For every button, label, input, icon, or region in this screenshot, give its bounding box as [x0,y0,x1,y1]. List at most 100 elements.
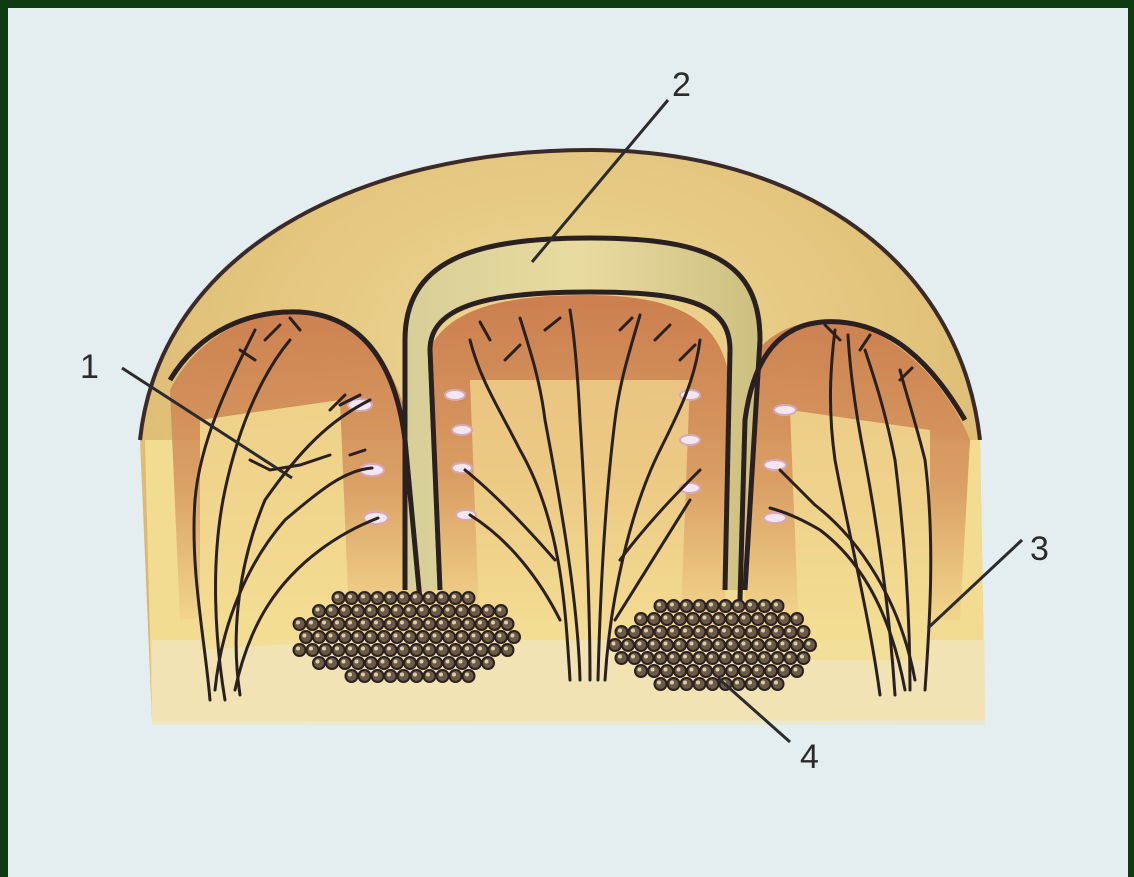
nodule-highlight [787,629,791,633]
nodule-highlight [407,660,411,664]
nodule [759,626,771,638]
nodule-highlight [768,668,772,672]
nodule [437,644,449,656]
nodule [437,618,449,630]
nodule-highlight [690,668,694,672]
nodule [707,652,719,664]
nodule [430,605,442,617]
nodule-highlight [631,629,635,633]
label-4: 4 [800,738,819,776]
nodule [365,657,377,669]
nodule [333,618,345,630]
nodule [733,678,745,690]
nodule-highlight [729,616,733,620]
nodule [642,626,654,638]
nodule [726,665,738,677]
nodule-highlight [478,647,482,651]
nodule-highlight [452,647,456,651]
nodule-highlight [722,655,726,659]
nodule-highlight [631,655,635,659]
nodule-highlight [303,634,307,638]
nodule-highlight [638,616,642,620]
nodule-highlight [433,660,437,664]
nodule-highlight [465,621,469,625]
nodule [372,644,384,656]
nodule [359,644,371,656]
nodule-highlight [709,681,713,685]
nodule [681,678,693,690]
nodule-highlight [781,642,785,646]
nodule [778,613,790,625]
nodule [629,652,641,664]
nodule [307,644,319,656]
nodule-highlight [374,621,378,625]
nodule-highlight [703,642,707,646]
nodule-highlight [683,603,687,607]
nodule [668,626,680,638]
nodule [759,652,771,664]
nodule-highlight [761,603,765,607]
nodule-highlight [742,668,746,672]
nodule-highlight [446,634,450,638]
nodule-highlight [316,608,320,612]
nodule [450,618,462,630]
nodule-highlight [800,655,804,659]
nodule [482,657,494,669]
nodule [489,644,501,656]
nodule-highlight [677,668,681,672]
nodule [424,592,436,604]
nodule-highlight [504,647,508,651]
nodule-highlight [644,629,648,633]
nodule-highlight [748,603,752,607]
nodule [430,657,442,669]
nodule [668,600,680,612]
nodule [326,631,338,643]
nodule [707,600,719,612]
nodule [720,652,732,664]
nodule-highlight [625,642,629,646]
nodule [443,605,455,617]
nodule-highlight [722,629,726,633]
nodule [424,618,436,630]
nodule-highlight [703,616,707,620]
nodule-highlight [465,647,469,651]
nodule-highlight [787,655,791,659]
nodule [798,652,810,664]
nodule [798,626,810,638]
nodule-highlight [748,655,752,659]
nodule [648,665,660,677]
nodule-highlight [498,634,502,638]
nodule-highlight [716,616,720,620]
nodule [687,665,699,677]
nodule [635,665,647,677]
nodule [469,657,481,669]
nodule [411,618,423,630]
nodule-highlight [472,634,476,638]
nodule [294,618,306,630]
nodule-highlight [696,655,700,659]
nodule [378,605,390,617]
nodule [687,613,699,625]
nodule [352,657,364,669]
nodule [739,639,751,651]
nodule-highlight [670,655,674,659]
nodule-highlight [322,621,326,625]
nodule [752,613,764,625]
label-2: 2 [672,66,691,104]
nodule-highlight [342,660,346,664]
nodule [385,670,397,682]
nodule-highlight [511,634,515,638]
nodule [502,644,514,656]
nodule [391,657,403,669]
nodule-highlight [465,595,469,599]
nodule-highlight [342,634,346,638]
nodule [443,631,455,643]
nodule-highlight [774,603,778,607]
nodule [398,618,410,630]
nodule-highlight [426,647,430,651]
nodule [746,626,758,638]
nodule-highlight [361,673,365,677]
nodule-highlight [329,660,333,664]
nodule-highlight [446,660,450,664]
nodule [713,613,725,625]
